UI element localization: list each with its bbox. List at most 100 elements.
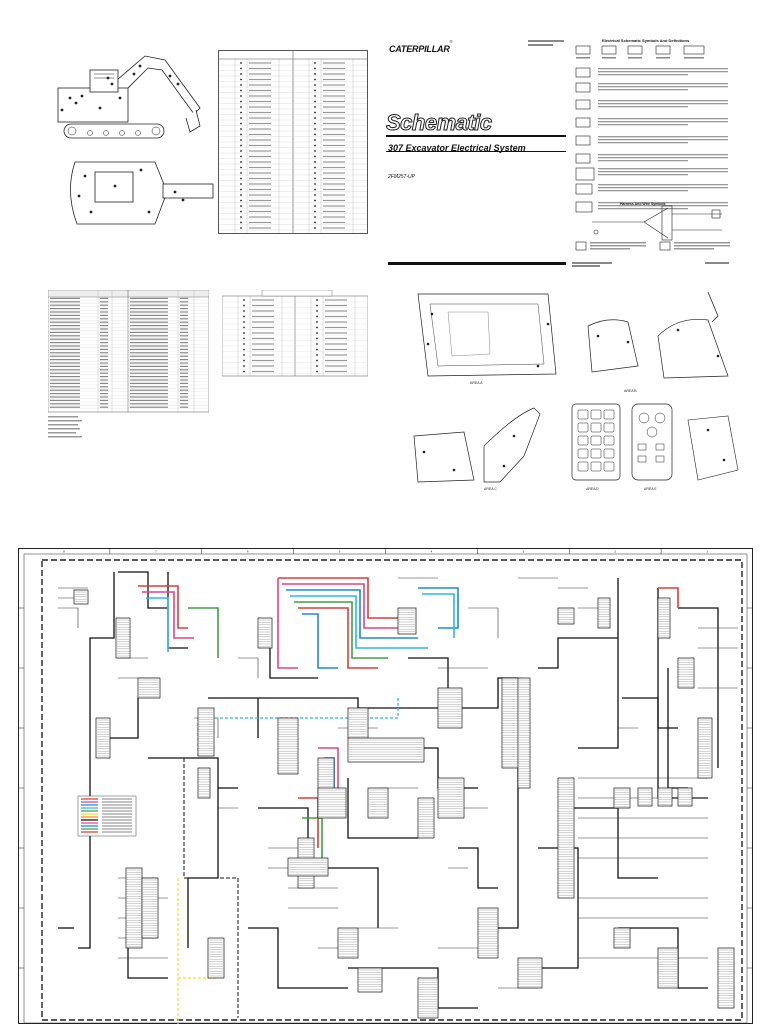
connector-block xyxy=(367,787,389,819)
keypad-key xyxy=(590,461,602,472)
title-rule xyxy=(386,135,566,137)
callout-dot xyxy=(243,359,245,362)
component-list-table xyxy=(47,289,210,440)
grid-column-label: 5 xyxy=(339,550,341,554)
keypad-key xyxy=(603,422,615,433)
callout-dot xyxy=(314,199,316,202)
keypad-key xyxy=(577,422,589,433)
connector-location-table xyxy=(221,289,369,378)
callout-dot xyxy=(314,106,316,108)
keypad-key xyxy=(603,409,615,420)
callout-dot xyxy=(316,326,318,329)
callout-dot xyxy=(240,216,242,218)
connector-block xyxy=(677,657,695,689)
serial-number-text: 2FM257-UP xyxy=(388,174,415,180)
callout-dot xyxy=(314,188,316,191)
callout-dot xyxy=(240,199,242,202)
connector-block xyxy=(397,607,417,635)
doc-info-block xyxy=(528,40,564,46)
grid-column-label: 1 xyxy=(706,550,708,554)
callout-dot xyxy=(240,183,242,185)
schematic-title-text: Schematic xyxy=(386,110,493,136)
area-b-label: AREA B xyxy=(624,389,637,393)
callout-dot xyxy=(314,166,316,169)
connector-block xyxy=(287,857,329,877)
connector-block xyxy=(477,907,499,959)
machine-top-view xyxy=(55,152,215,234)
callout-dot xyxy=(316,359,318,362)
connector-block xyxy=(357,967,383,993)
symbols-definitions-panel: Electrical Schematic Symbols And Definit… xyxy=(572,38,742,263)
callout-dot xyxy=(314,100,316,103)
callout-dot xyxy=(316,370,318,373)
callout-dot xyxy=(314,161,316,163)
callout-dot xyxy=(243,326,245,329)
connector-block xyxy=(613,927,631,949)
callout-dot xyxy=(240,166,242,169)
connector-block xyxy=(347,737,425,763)
connector-block xyxy=(657,947,679,989)
callout-dot xyxy=(240,210,242,213)
callout-dot xyxy=(314,139,316,141)
callout-dot xyxy=(240,227,242,229)
component-location-table-1 xyxy=(218,50,368,234)
callout-dot xyxy=(240,122,242,125)
area-c-label: AREA C xyxy=(484,487,497,491)
callout-dot xyxy=(316,304,318,307)
connector-block xyxy=(613,787,631,809)
connector-block xyxy=(557,607,575,625)
machine-side-view xyxy=(50,48,210,143)
copyright-block xyxy=(572,262,612,267)
grid-column-label: 3 xyxy=(522,550,524,554)
callout-dot xyxy=(243,332,245,334)
area-d-label: AREA D xyxy=(586,487,599,491)
area-c-joystick-view: AREA C xyxy=(404,396,564,492)
brand-logo-text: CATERPILLAR xyxy=(389,44,450,54)
connector-block xyxy=(437,687,463,729)
connector-block xyxy=(557,777,575,899)
keypad-key xyxy=(577,448,589,459)
callout-dot xyxy=(314,128,316,130)
callout-dot xyxy=(316,343,318,345)
grid-column-label: 7 xyxy=(155,550,157,554)
area-e-panel-view: AREA E xyxy=(628,400,748,492)
callout-dot xyxy=(316,310,318,312)
area-a-cab-view: AREA A xyxy=(398,284,562,388)
callout-dot xyxy=(240,84,242,86)
connector-block xyxy=(115,617,131,659)
callout-dot xyxy=(314,155,316,158)
callout-dot xyxy=(240,78,242,81)
connector-block xyxy=(207,937,225,979)
callout-dot xyxy=(316,337,318,340)
callout-dot xyxy=(314,84,316,86)
connector-block xyxy=(437,777,465,819)
serial-number: 2FM257-UP xyxy=(388,165,415,183)
keypad-key xyxy=(603,461,615,472)
connector-block xyxy=(417,797,435,839)
keypad-key xyxy=(603,435,615,446)
connector-block xyxy=(597,597,611,629)
callout-dot xyxy=(240,95,242,97)
keypad-key xyxy=(590,409,602,420)
callout-dot xyxy=(243,365,245,367)
callout-dot xyxy=(314,183,316,185)
callout-dot xyxy=(240,62,242,64)
connector-block xyxy=(657,597,671,639)
callout-dot xyxy=(243,321,245,323)
connector-block xyxy=(337,927,359,959)
callout-dot xyxy=(314,172,316,174)
callout-dot xyxy=(243,304,245,307)
keypad-key xyxy=(590,422,602,433)
callout-dot xyxy=(314,221,316,224)
callout-dot xyxy=(316,348,318,351)
callout-dot xyxy=(243,337,245,340)
brand-logo: CATERPILLAR® xyxy=(389,39,453,54)
callout-dot xyxy=(316,332,318,334)
callout-dot xyxy=(316,354,318,356)
callout-dot xyxy=(314,122,316,125)
title-block-bottom-bar xyxy=(388,262,566,265)
keypad-key xyxy=(577,409,589,420)
connector-block xyxy=(197,707,215,757)
callout-dot xyxy=(240,172,242,174)
callout-dot xyxy=(314,117,316,119)
